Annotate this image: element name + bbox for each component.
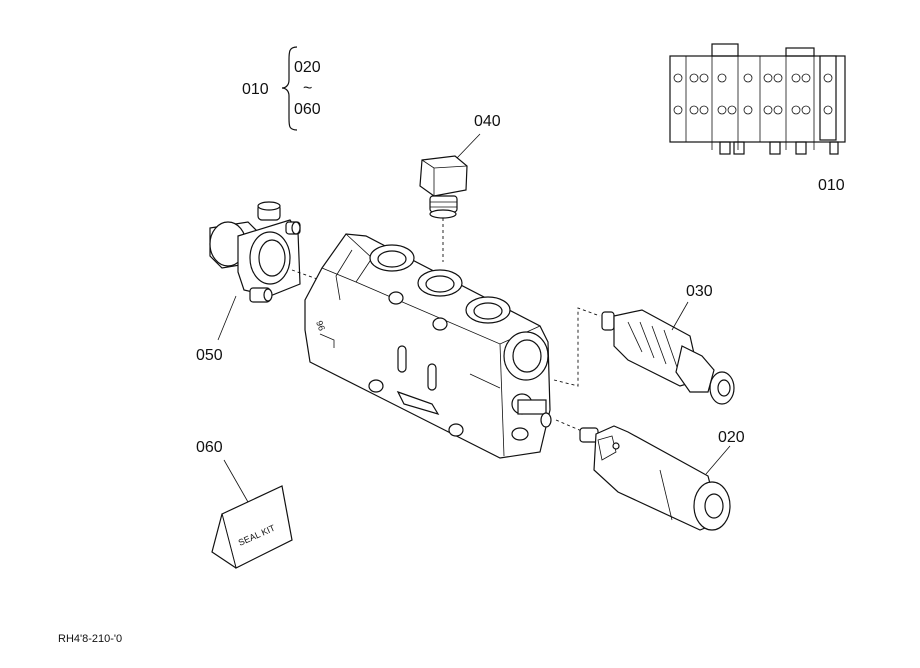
assembly-range-callout: 010 020 ~ 060 <box>242 46 321 131</box>
svg-text:96: 96 <box>314 319 327 332</box>
plug-callout: 040 <box>474 113 501 130</box>
drawing-number: RH4'8-210-'0 <box>58 633 122 645</box>
cylinder-part: 020 <box>579 425 745 531</box>
range-separator: ~ <box>303 80 312 97</box>
key-ref-number: 010 <box>818 177 845 194</box>
key-reference-diagram: 010 <box>669 43 846 194</box>
cylinder-callout: 020 <box>718 429 745 446</box>
relief-valve-callout: 030 <box>686 283 713 300</box>
range-brace <box>281 46 298 131</box>
valve-body: 96 <box>304 233 585 459</box>
plug-part: 040 <box>419 113 501 262</box>
range-start: 020 <box>294 59 321 76</box>
range-end: 060 <box>294 101 321 118</box>
seal-kit-part: SEAL KIT 060 <box>196 439 293 569</box>
seal-kit-callout: 060 <box>196 439 223 456</box>
assembly-number: 010 <box>242 81 269 98</box>
flange-callout: 050 <box>196 347 223 364</box>
flange-part: 050 <box>196 201 321 364</box>
relief-valve-part: 030 <box>553 283 735 405</box>
